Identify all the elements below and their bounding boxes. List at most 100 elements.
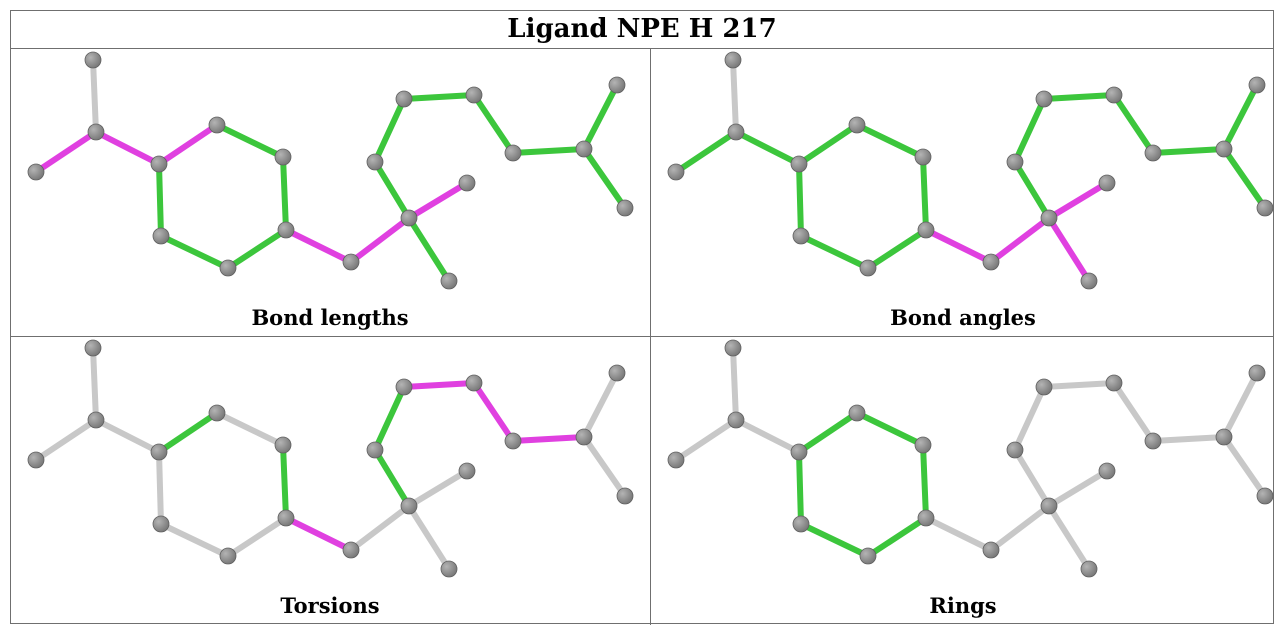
- bond: [1221, 434, 1268, 499]
- bond: [1012, 159, 1052, 221]
- bond: [1221, 370, 1260, 440]
- bond: [93, 417, 162, 455]
- atom: [400, 497, 418, 515]
- atom: [575, 140, 593, 158]
- bond: [854, 122, 926, 160]
- bond: [401, 92, 477, 102]
- atom: [727, 123, 745, 141]
- atom: [27, 163, 45, 181]
- figure-title: Ligand NPE H 217: [507, 14, 777, 44]
- atom: [440, 272, 458, 290]
- bond: [1046, 215, 1092, 284]
- atom: [1144, 432, 1162, 450]
- bond: [214, 410, 286, 448]
- atom: [152, 227, 170, 245]
- bond: [156, 161, 164, 239]
- bond: [33, 417, 99, 463]
- atom: [208, 116, 226, 134]
- atom: [792, 227, 810, 245]
- panel-caption: Bond lengths: [251, 305, 409, 330]
- atom: [1248, 76, 1266, 94]
- bond: [406, 180, 470, 221]
- bond: [372, 159, 412, 221]
- atom: [342, 253, 360, 271]
- bond: [798, 233, 871, 271]
- atom: [917, 221, 935, 239]
- bond: [156, 122, 220, 167]
- bond: [730, 57, 739, 135]
- bond: [988, 215, 1052, 265]
- atom: [84, 339, 102, 357]
- atom: [1040, 209, 1058, 227]
- bond: [865, 227, 929, 271]
- bond: [406, 468, 470, 509]
- atom: [1256, 199, 1274, 217]
- bond: [988, 503, 1052, 553]
- bond: [93, 129, 162, 167]
- bond: [158, 233, 231, 271]
- bond: [581, 370, 620, 440]
- bond: [796, 449, 804, 527]
- atom: [790, 443, 808, 461]
- bond: [406, 503, 452, 572]
- atom: [1006, 153, 1024, 171]
- atom: [608, 76, 626, 94]
- atom: [608, 364, 626, 382]
- bond: [1221, 146, 1268, 211]
- bond: [158, 521, 231, 559]
- bond: [733, 129, 802, 167]
- bond: [1041, 92, 1117, 102]
- bond: [1046, 180, 1110, 221]
- bond: [1012, 447, 1052, 509]
- bond: [673, 417, 739, 463]
- atom: [208, 404, 226, 422]
- bond: [214, 122, 286, 160]
- atom: [366, 153, 384, 171]
- panel-caption: Rings: [929, 593, 997, 618]
- atom: [219, 547, 237, 565]
- atom: [1098, 174, 1116, 192]
- bond: [923, 227, 994, 265]
- atom: [87, 411, 105, 429]
- atom: [274, 148, 292, 166]
- bond: [1012, 384, 1047, 453]
- panel-rings: Rings: [651, 337, 1275, 625]
- panel-bond-lengths: Bond lengths: [11, 49, 649, 336]
- bond: [156, 410, 220, 455]
- bond: [348, 503, 412, 553]
- atom: [395, 378, 413, 396]
- bond: [1150, 434, 1227, 444]
- atom: [465, 86, 483, 104]
- atom: [982, 541, 1000, 559]
- atom: [504, 432, 522, 450]
- column-divider: [650, 48, 651, 625]
- atom: [440, 560, 458, 578]
- bond: [510, 434, 587, 444]
- atom: [914, 148, 932, 166]
- atom: [87, 123, 105, 141]
- bond: [854, 410, 926, 448]
- bond: [920, 442, 929, 521]
- bond: [156, 449, 164, 527]
- atom: [724, 51, 742, 69]
- atom: [667, 451, 685, 469]
- atom: [859, 259, 877, 277]
- atom: [616, 199, 634, 217]
- bond: [923, 515, 994, 553]
- bond: [348, 215, 412, 265]
- atom: [84, 51, 102, 69]
- atom: [458, 462, 476, 480]
- atom: [465, 374, 483, 392]
- atom: [277, 221, 295, 239]
- atom: [792, 515, 810, 533]
- atom: [727, 411, 745, 429]
- molecule-bond-angles: [667, 51, 1274, 290]
- atom: [1098, 462, 1116, 480]
- row-divider: [11, 336, 1273, 337]
- atom: [914, 436, 932, 454]
- atom: [917, 509, 935, 527]
- atom: [1144, 144, 1162, 162]
- atom: [219, 259, 237, 277]
- bond: [406, 215, 452, 284]
- bond: [796, 122, 860, 167]
